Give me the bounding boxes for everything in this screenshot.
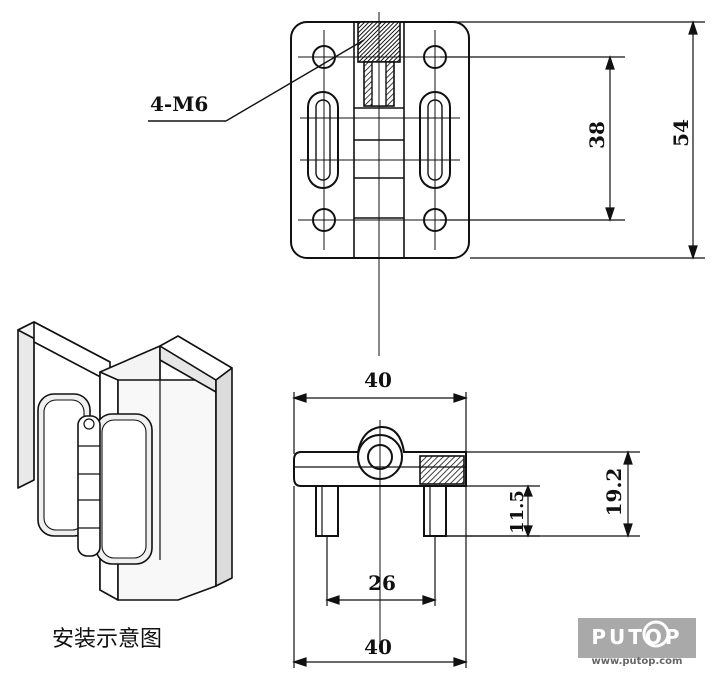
dimension-40-bottom xyxy=(292,486,468,668)
total-height-label: 19.2 xyxy=(602,468,626,517)
left-frame-profile xyxy=(17,321,35,489)
dimension-54 xyxy=(404,20,705,260)
watermark-url: www.putop.com xyxy=(592,656,683,667)
dimension-26 xyxy=(325,536,437,606)
bolt-spacing-label: 26 xyxy=(368,571,396,595)
bolt-length-label: 11.5 xyxy=(507,490,528,534)
hinge-body-profile xyxy=(293,425,467,487)
overall-height-label: 54 xyxy=(669,119,693,147)
section-hatch xyxy=(419,455,465,485)
installation-caption: 安装示意图 xyxy=(52,627,162,652)
slot-left xyxy=(307,91,339,189)
watermark-brand: PUTOP xyxy=(591,625,682,649)
bolt-left xyxy=(315,485,339,537)
top-width-label: 40 xyxy=(364,368,392,392)
hinge-knuckle xyxy=(77,415,101,557)
thread-callout-label: 4-M6 xyxy=(150,92,208,116)
bottom-width-label: 40 xyxy=(364,635,392,659)
center-lines-top xyxy=(298,12,460,356)
dimension-38 xyxy=(440,55,625,222)
installation-sketch xyxy=(17,321,233,601)
bolt-right xyxy=(423,485,447,537)
hole-spacing-label: 38 xyxy=(585,121,609,149)
watermark-logo: PUTOP www.putop.com xyxy=(578,618,696,667)
thread-leader xyxy=(148,39,365,122)
dimension-40-top xyxy=(292,392,468,454)
dimension-19-2 xyxy=(446,450,640,538)
